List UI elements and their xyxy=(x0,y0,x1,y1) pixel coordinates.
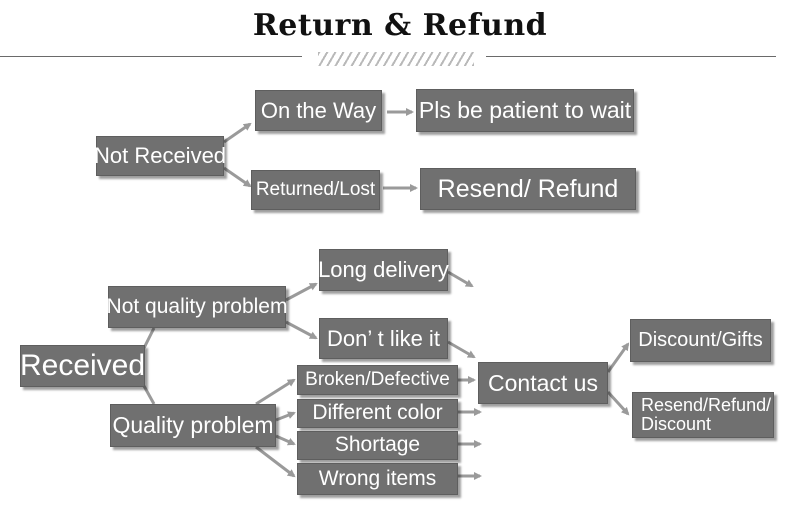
node-not-quality-problem: Not quality problem xyxy=(107,286,287,328)
node-dont-like-it: Don’ t like it xyxy=(319,318,448,359)
page-title: Return & Refund xyxy=(252,8,548,43)
title-rule-right xyxy=(486,56,776,57)
node-shortage: Shortage xyxy=(297,431,458,460)
arrow-not-received-on-the-way xyxy=(223,122,252,144)
node-returned-lost: Returned/Lost xyxy=(251,170,380,210)
arrow-quality-wrong-items xyxy=(255,445,296,478)
node-long-delivery: Long delivery xyxy=(318,249,449,291)
node-quality-problem: Quality problem xyxy=(110,404,276,447)
node-wrong-items: Wrong items xyxy=(297,463,458,495)
link-received-quality xyxy=(142,385,156,405)
node-discount-gifts: Discount/Gifts xyxy=(630,319,771,362)
title-rule-left xyxy=(0,56,302,57)
arrow-not-quality-long-delivery xyxy=(285,282,318,302)
arrow-not-received-returned-lost xyxy=(223,166,252,188)
arrow-not-quality-dont-like xyxy=(285,320,318,340)
arrow-quality-different-color xyxy=(275,411,296,422)
node-resend-refund-discount-line2: Discount xyxy=(641,414,712,434)
arrow-dont-like-contact xyxy=(447,340,476,359)
arrow-long-delivery-out xyxy=(447,270,474,288)
arrow-quality-shortage xyxy=(275,434,296,446)
arrow-contact-resend xyxy=(606,390,630,416)
arrow-contact-discount xyxy=(606,342,630,373)
arrow-quality-broken xyxy=(255,378,296,406)
node-contact-us: Contact us xyxy=(478,362,608,404)
node-on-the-way: On the Way xyxy=(255,90,382,131)
node-resend-refund-discount: Resend/Refund/ Discount xyxy=(632,392,774,438)
node-not-received: Not Received xyxy=(94,136,226,176)
node-resend-refund: Resend/ Refund xyxy=(420,168,636,210)
link-received-not-quality xyxy=(142,327,156,349)
node-different-color: Different color xyxy=(297,399,458,428)
node-be-patient: Pls be patient to wait xyxy=(416,89,634,132)
node-received: Received xyxy=(20,345,145,387)
node-resend-refund-discount-line1: Resend/Refund/ xyxy=(641,395,772,416)
title-hatch-decoration xyxy=(318,52,474,66)
node-broken-defective: Broken/Defective xyxy=(297,365,458,395)
